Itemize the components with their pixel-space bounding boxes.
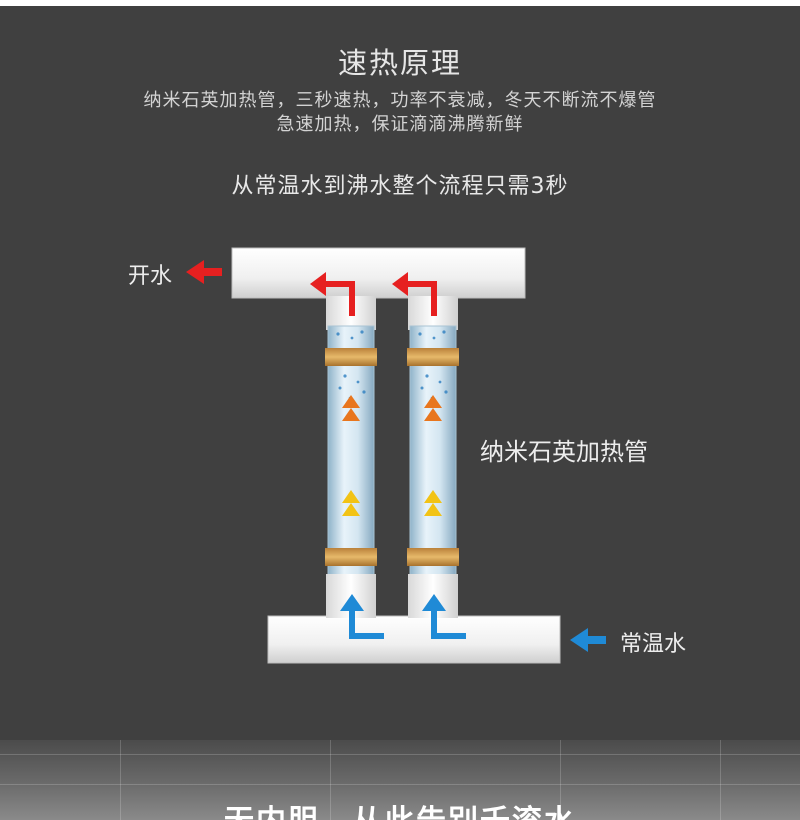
cold-water-pipe [267,615,561,664]
page-title: 速热原理 [337,46,462,80]
left-arrow-blue-icon [570,628,606,652]
bottom-banner [0,740,800,820]
up-turn-arrow-icon [349,610,466,639]
up-chevron-icon [342,395,442,421]
bottom-banner-title: 无内胆，从此告别千滚水 [0,796,800,820]
heating-tube-label: 纳米石英加热管 [480,438,648,466]
subtitle-line-2: 急速加热，保证滴滴沸腾新鲜 [276,114,524,135]
hot-water-pipe [231,247,526,299]
up-turn-arrow-icon [324,281,437,316]
subtitle-line-1: 纳米石英加热管，三秒速热，功率不衰减，冬天不断流不爆管 [143,90,657,111]
heating-tube-right [407,296,459,618]
headline: 从常温水到沸水整个流程只需3秒 [231,174,569,199]
heating-tube-left [325,296,377,618]
left-arrow-red-icon [186,260,222,284]
cold-water-label: 常温水 [620,632,687,657]
up-chevron-icon [342,490,442,516]
heating-diagram [186,247,606,664]
hot-water-label: 开水 [128,264,173,289]
